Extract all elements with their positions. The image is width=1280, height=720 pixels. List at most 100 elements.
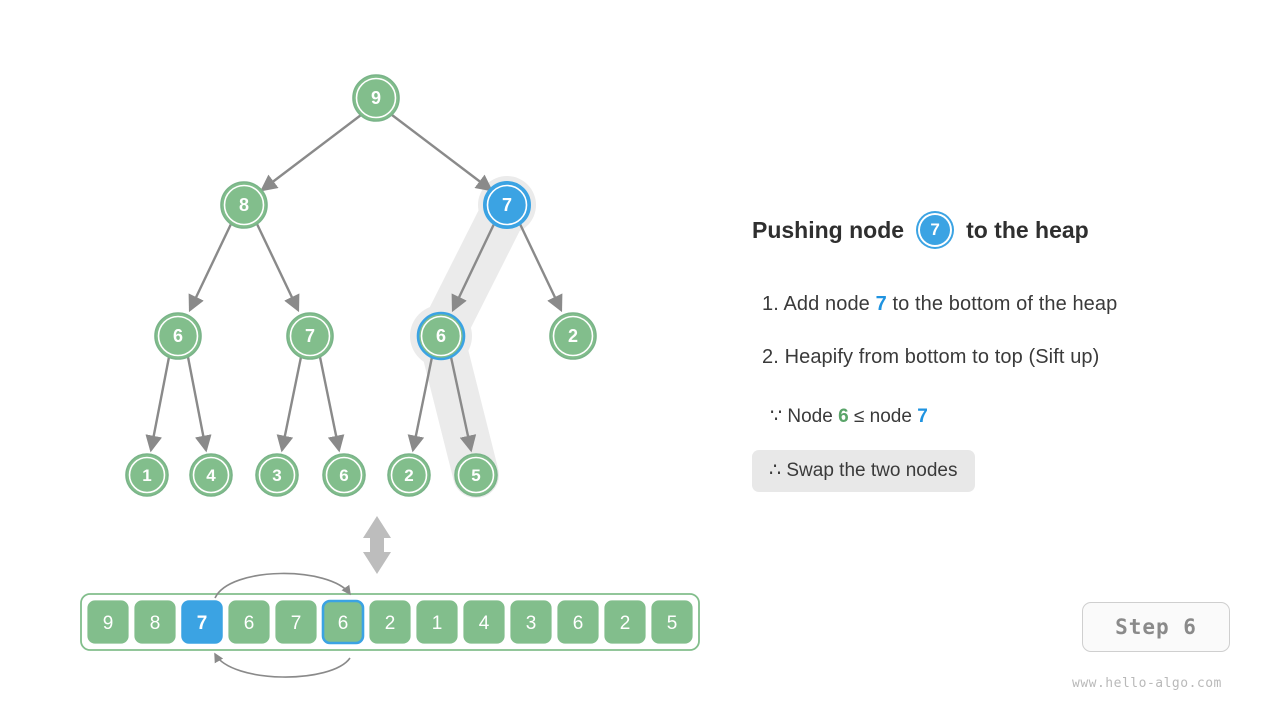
array-cell-box	[134, 600, 176, 644]
node-value: 6	[173, 326, 183, 346]
node-value: 2	[404, 466, 413, 485]
tree-edge	[255, 223, 300, 313]
array-cell-value: 6	[573, 613, 584, 634]
array-cell[interactable]: 2	[604, 600, 646, 644]
array-cell[interactable]: 1	[416, 600, 458, 644]
tree-edge	[186, 356, 212, 453]
node-value: 1	[142, 466, 151, 485]
reason-text-mid: node	[869, 406, 912, 427]
array-cell[interactable]: 3	[510, 600, 552, 644]
node-body	[223, 184, 265, 226]
node-value: 6	[339, 466, 348, 485]
step-2-index: 2.	[762, 346, 779, 368]
array-cell-value: 1	[432, 613, 443, 634]
array-cell-value: 6	[244, 613, 255, 634]
array-cell[interactable]: 7	[181, 600, 223, 644]
node-value: 5	[471, 466, 480, 485]
tree-edge	[318, 356, 345, 453]
tree-node[interactable]: 2	[387, 453, 431, 497]
array-cell-box	[416, 600, 458, 644]
array-cell[interactable]: 9	[87, 600, 129, 644]
array-cell[interactable]: 2	[369, 600, 411, 644]
array-cell[interactable]: 5	[651, 600, 693, 644]
tree-node[interactable]: 4	[189, 453, 233, 497]
tree-edge	[407, 356, 434, 453]
tree-edge	[391, 114, 493, 192]
swap-arrow-forward	[214, 572, 351, 599]
reason-text-before: Node	[787, 406, 833, 427]
tree-node[interactable]: 3	[255, 453, 299, 497]
array-cell-value: 7	[197, 613, 208, 634]
conclusion-box: ∴ Swap the two nodes	[752, 450, 975, 492]
array-cell-value: 2	[385, 613, 396, 634]
tree-node[interactable]: 6	[154, 312, 202, 360]
step-2-text-before: Heapify from bottom to top (Sift up)	[784, 346, 1100, 368]
node-value: 4	[206, 466, 216, 485]
array-cell-box	[463, 600, 505, 644]
watermark: www.hello-algo.com	[1072, 676, 1222, 691]
tree-edge	[260, 114, 362, 192]
node-body	[192, 456, 230, 494]
node-body	[355, 77, 397, 119]
array-cell-box	[557, 600, 599, 644]
step-1-index: 1.	[762, 293, 779, 315]
array-cell[interactable]: 8	[134, 600, 176, 644]
step-counter-badge: Step 6	[1082, 602, 1230, 652]
node-body	[390, 456, 428, 494]
step-1-value: 7	[875, 293, 887, 315]
array-cell-box	[510, 600, 552, 644]
node-value: 6	[436, 326, 446, 346]
array-cell[interactable]: 6	[228, 600, 270, 644]
node-body	[325, 456, 363, 494]
array-cell-value: 4	[479, 613, 490, 634]
array-cell-box	[651, 600, 693, 644]
array-cell[interactable]: 7	[275, 600, 317, 644]
tree-node[interactable]: 6	[416, 311, 466, 361]
tree-node[interactable]: 6	[322, 453, 366, 497]
array-cell-value: 8	[150, 613, 161, 634]
array-cell-box	[321, 599, 365, 645]
node-value: 7	[305, 326, 315, 346]
node-body	[486, 184, 528, 226]
tree-edge	[449, 356, 477, 453]
tree-node[interactable]: 7	[286, 312, 334, 360]
because-symbol: ∵	[770, 406, 783, 427]
node-body	[289, 315, 331, 357]
tree-node[interactable]: 9	[352, 74, 400, 122]
reason-operator: ≤	[853, 406, 865, 427]
tree-edges	[145, 114, 563, 453]
therefore-symbol: ∴	[769, 460, 782, 481]
panel-title-prefix: Pushing node	[752, 216, 905, 243]
tree-edge	[188, 223, 233, 313]
reason-value-a: 6	[838, 406, 849, 427]
array-cell-value: 9	[103, 613, 114, 634]
tree-node[interactable]: 5	[454, 453, 498, 497]
array-cell-box	[369, 600, 411, 644]
tree-node[interactable]: 1	[125, 453, 169, 497]
array-cell-value: 5	[667, 613, 678, 634]
array-cell-box	[228, 600, 270, 644]
step-2-text: 2. Heapify from bottom to top (Sift up)	[762, 346, 1099, 369]
step-1-text: 1. Add node 7 to the bottom of the heap	[762, 293, 1117, 316]
tree-edge	[518, 223, 563, 313]
array-cell[interactable]: 4	[463, 600, 505, 644]
tree-node[interactable]: 7	[483, 181, 531, 229]
tree-nodes: 9 8 7 6 7 6 2 1 4 3 6 2 5	[125, 74, 597, 497]
tree-node[interactable]: 8	[220, 181, 268, 229]
node-body	[457, 456, 495, 494]
reason-line: ∵ Node 6 ≤ node 7	[770, 405, 928, 428]
array-cell-value: 7	[291, 613, 302, 634]
step-1-text-before: Add node	[783, 293, 870, 315]
tree-edge	[145, 356, 171, 453]
node-body	[258, 456, 296, 494]
tree-edge	[276, 356, 303, 453]
node-body	[128, 456, 166, 494]
tree-node[interactable]: 2	[549, 312, 597, 360]
array-cell[interactable]: 6	[321, 599, 365, 645]
array-cell[interactable]: 6	[557, 600, 599, 644]
node-body	[157, 315, 199, 357]
array-frame	[80, 593, 700, 651]
